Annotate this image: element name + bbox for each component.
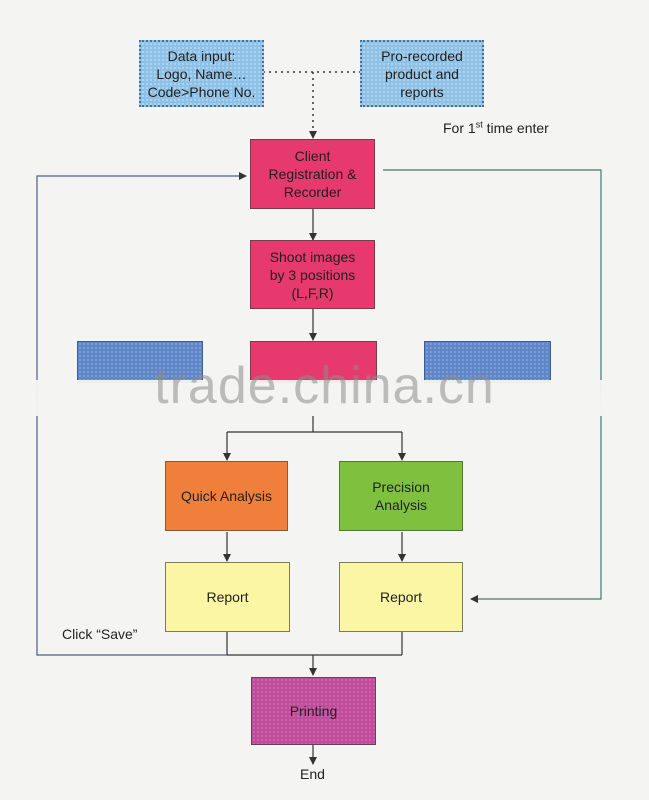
client-line-2: Registration &: [268, 166, 357, 182]
client-registration-box: Client Registration & Recorder: [250, 139, 375, 209]
obscured-right-box: [424, 341, 551, 383]
data-input-box: Data input: Logo, Name… Code>Phone No.: [139, 40, 264, 107]
first-time-label: For 1st time enter: [443, 120, 549, 136]
shoot-line-2: by 3 positions: [269, 266, 356, 283]
watermark-text: trade.china.cn: [154, 357, 495, 415]
printing-label: Printing: [289, 703, 338, 719]
obscured-center-box: [250, 341, 377, 383]
pre-recorded-line-1: Pro-recorded: [381, 47, 463, 64]
obscured-fade: [0, 380, 649, 416]
report-left-box: Report: [165, 562, 290, 632]
report-left-label: Report: [206, 589, 249, 605]
precision-line-2: Analysis: [374, 497, 428, 513]
shoot-images-box: Shoot images by 3 positions (L,F,R): [250, 240, 375, 309]
pre-recorded-line-3: reports: [400, 83, 444, 100]
client-line-1: Client: [294, 148, 331, 164]
client-line-3: Recorder: [283, 184, 342, 200]
first-time-suffix: time enter: [482, 120, 549, 136]
quick-analysis-box: Quick Analysis: [165, 461, 288, 531]
quick-analysis-label: Quick Analysis: [180, 488, 273, 504]
report-right-label: Report: [379, 589, 423, 605]
merge-line: [226, 632, 403, 656]
precision-line-1: Precision: [372, 479, 430, 495]
shoot-line-3: (L,F,R): [291, 284, 334, 301]
printing-box: Printing: [251, 677, 376, 745]
first-time-prefix: For 1: [443, 120, 476, 136]
first-time-sup: st: [475, 119, 483, 130]
data-input-line-1: Data input:: [167, 47, 236, 64]
obscured-left-box: [77, 341, 203, 383]
split-line: [227, 414, 402, 433]
end-label: End: [300, 766, 325, 782]
precision-analysis-box: Precision Analysis: [339, 461, 463, 531]
pre-recorded-line-2: product and: [385, 65, 459, 82]
click-save-label: Click “Save”: [62, 626, 138, 642]
data-input-line-3: Code>Phone No.: [147, 83, 256, 100]
data-input-line-2: Logo, Name…: [156, 65, 247, 82]
pre-recorded-box: Pro-recorded product and reports: [360, 40, 484, 107]
report-right-box: Report: [339, 562, 463, 632]
shoot-line-1: Shoot images: [269, 248, 356, 265]
